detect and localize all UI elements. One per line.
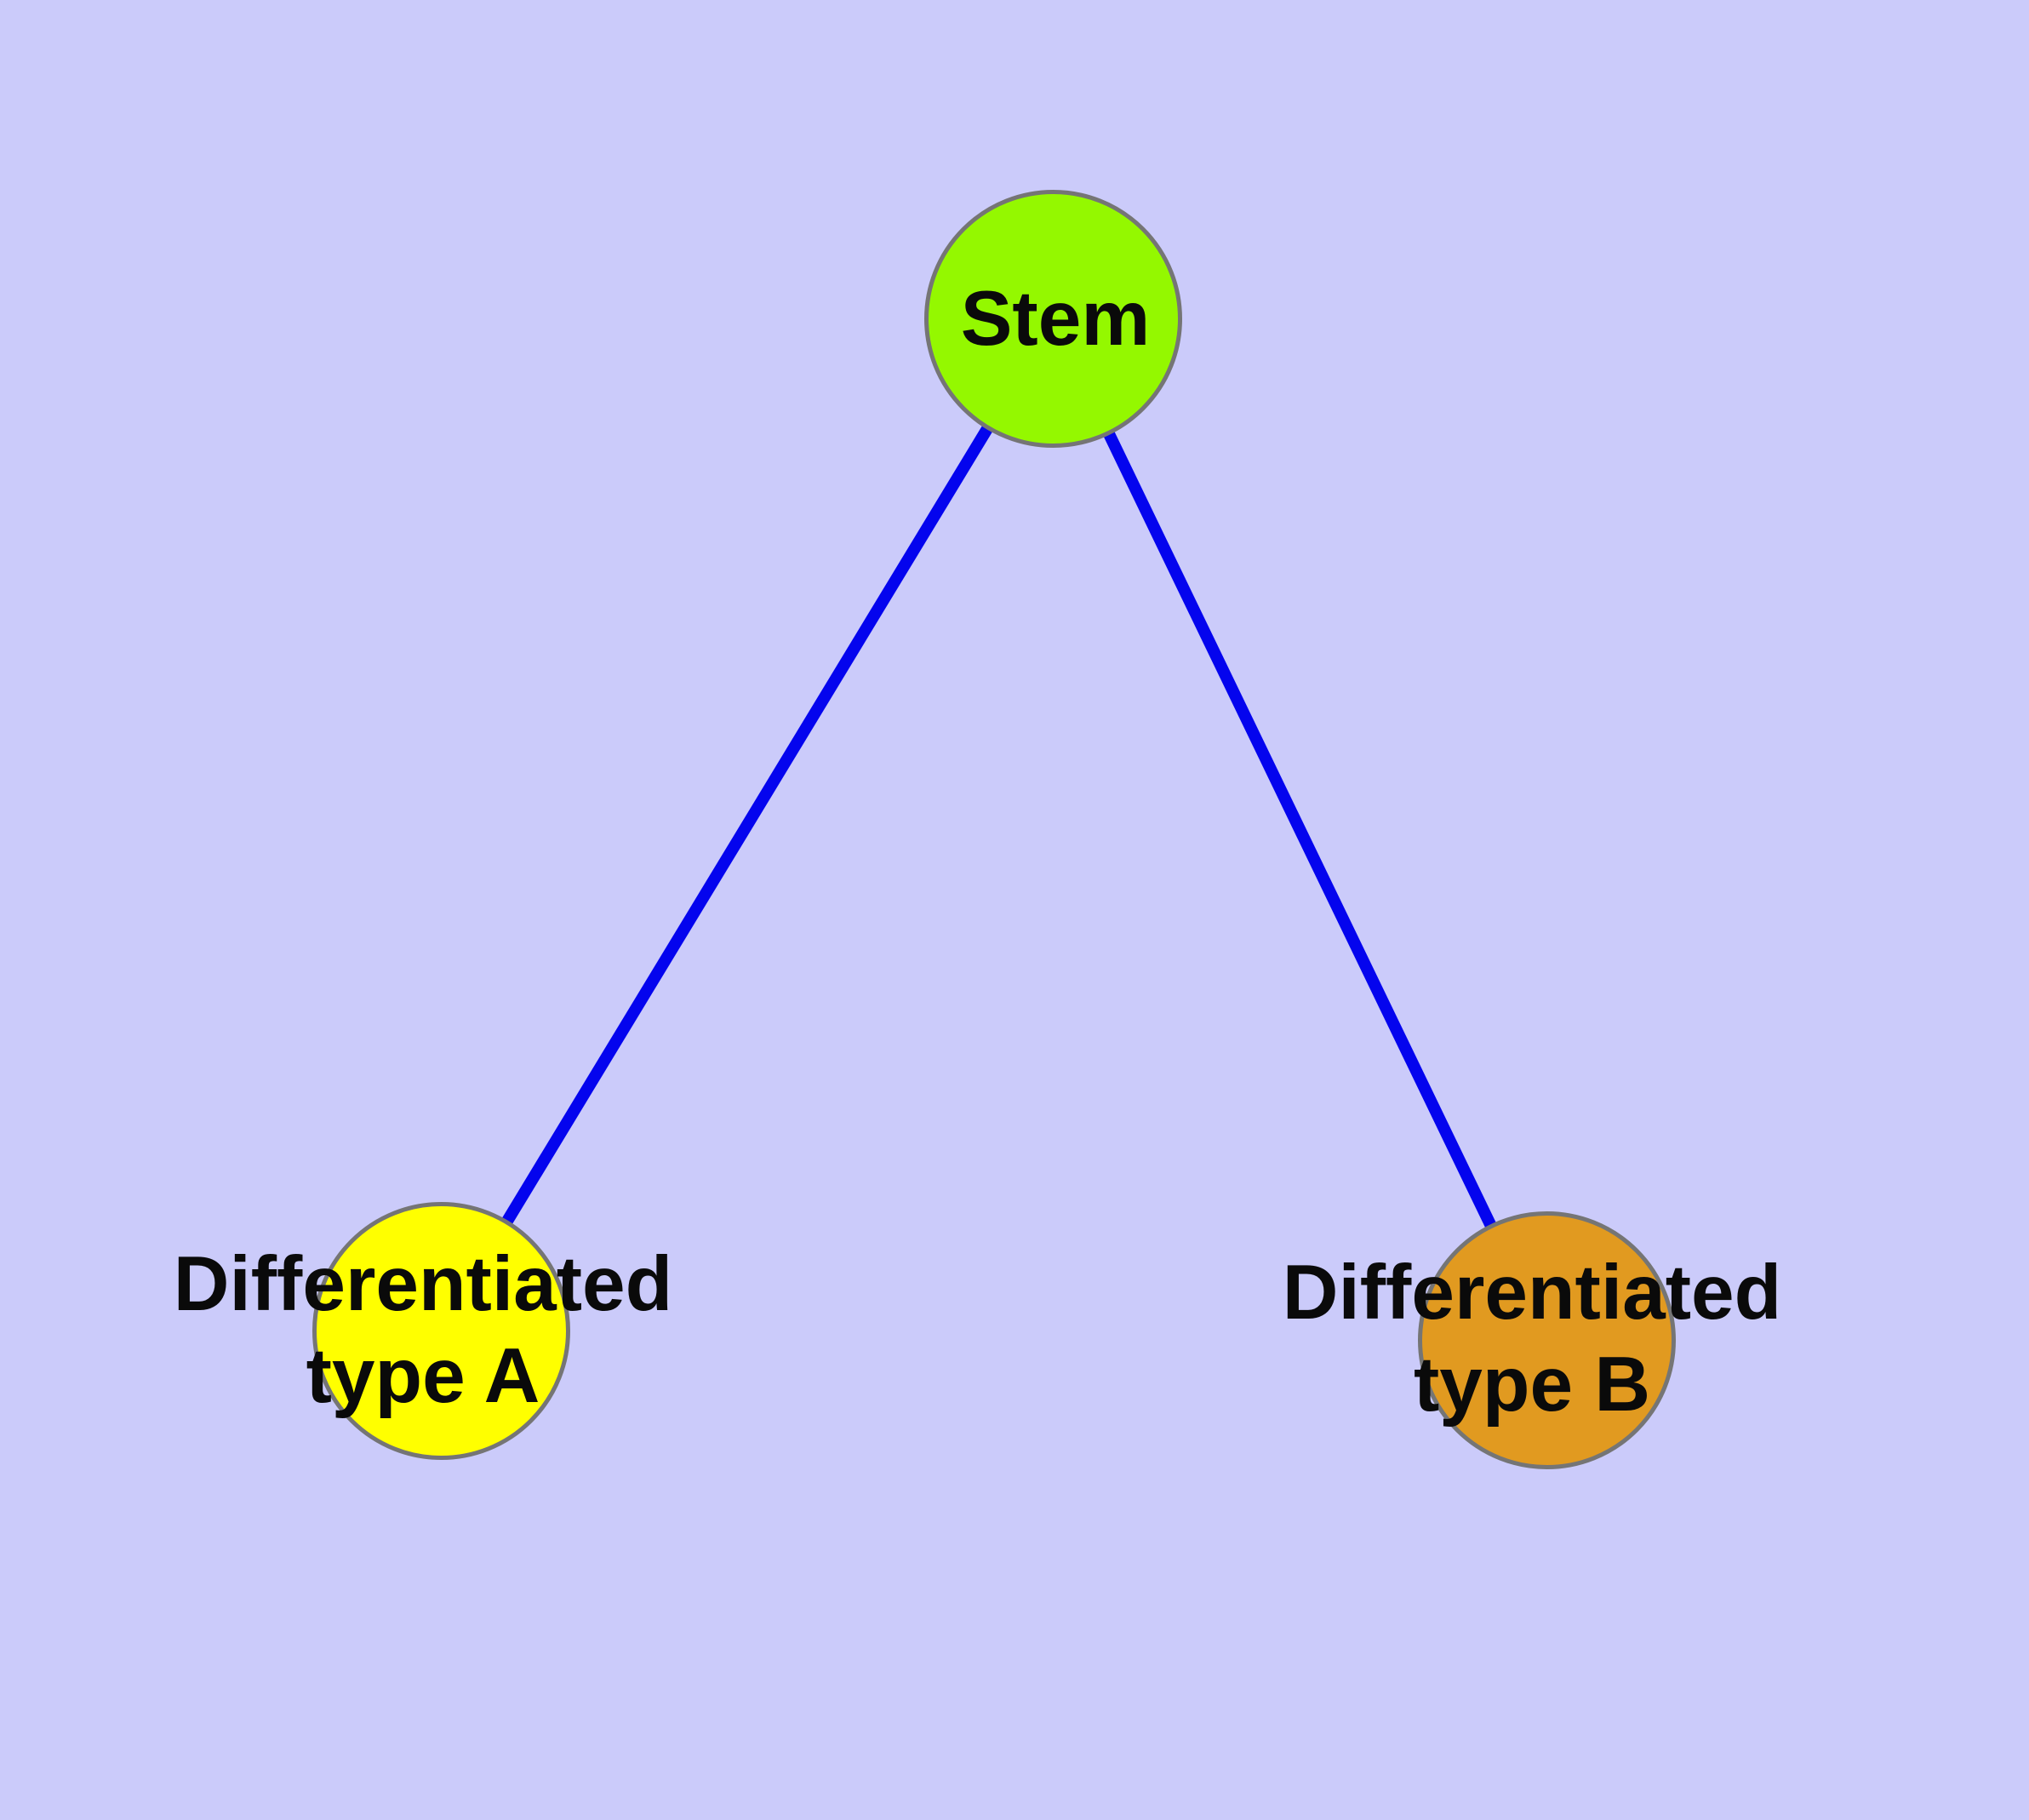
node-type-a-label: Differentiated type A — [174, 1239, 673, 1422]
node-type-a-label-line1: Differentiated — [173, 1241, 673, 1327]
node-type-b-label-line1: Differentiated — [1282, 1250, 1782, 1336]
node-type-b-label: Differentiated type B — [1283, 1247, 1782, 1431]
edge-stem-to-type-a — [436, 316, 1059, 1334]
node-stem — [924, 190, 1182, 448]
node-type-b — [1418, 1211, 1676, 1469]
node-type-b-label-line2: type B — [1413, 1342, 1651, 1428]
edge-stem-to-type-b — [1048, 316, 1552, 1342]
node-type-a — [312, 1202, 570, 1460]
node-stem-label-text: Stem — [960, 276, 1151, 362]
node-stem-label: Stem — [961, 273, 1151, 365]
node-type-a-label-line2: type A — [306, 1333, 540, 1419]
